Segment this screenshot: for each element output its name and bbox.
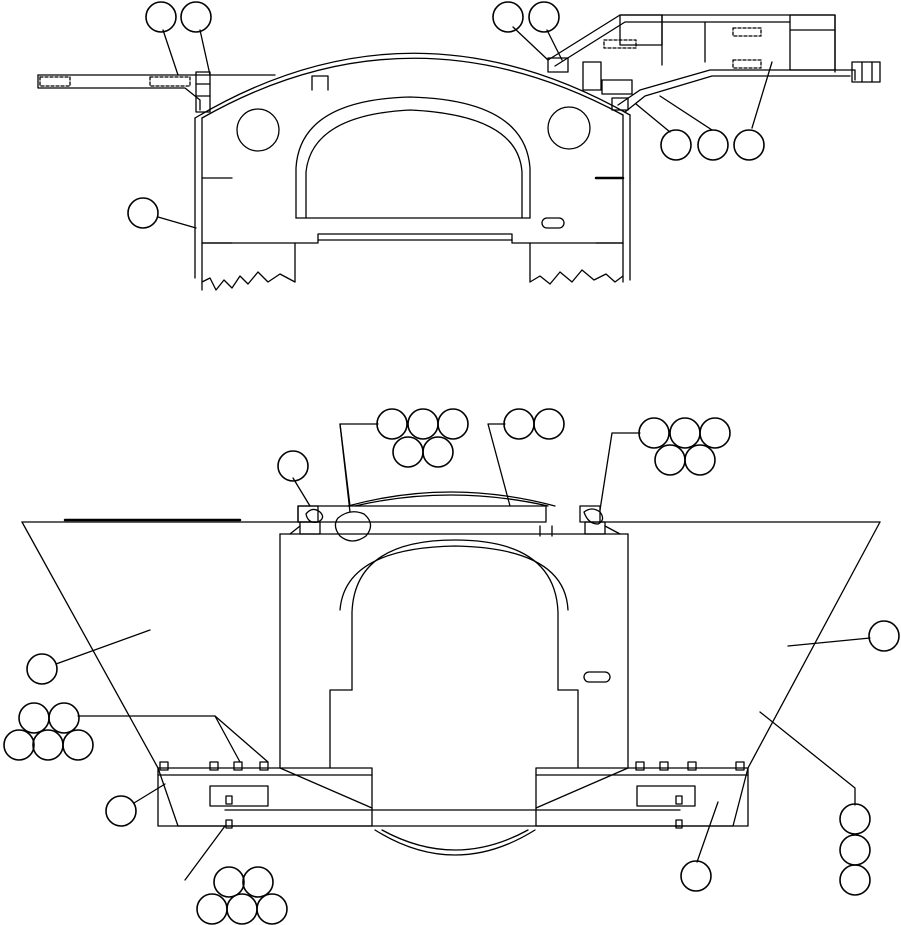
callout-balloon [698, 130, 728, 160]
upper-view [38, 2, 880, 290]
callout-balloon [681, 861, 711, 891]
callout-balloon [408, 409, 438, 439]
callout-balloon [19, 703, 49, 733]
callout-balloon [106, 796, 136, 826]
callout-balloon [49, 703, 79, 733]
callout-balloon [534, 409, 564, 439]
callout-balloon [734, 130, 764, 160]
callout-balloon [493, 2, 523, 32]
callout-balloon [685, 445, 715, 475]
callout-balloon [670, 418, 700, 448]
lower-leader-lines [56, 424, 870, 880]
callout-balloon [840, 835, 870, 865]
lower-view [4, 409, 899, 924]
callout-balloon [438, 409, 468, 439]
upper-left-bracket [38, 72, 275, 112]
callout-balloon [529, 2, 559, 32]
callout-balloon [4, 730, 34, 760]
callout-balloon [840, 804, 870, 834]
upper-leader-lines [158, 27, 772, 228]
callout-balloon [504, 409, 534, 439]
callout-balloon [840, 865, 870, 895]
callout-balloon [214, 867, 244, 897]
callout-balloon [661, 130, 691, 160]
callout-balloon [869, 621, 899, 651]
callout-balloon [243, 867, 273, 897]
lower-frame-body [22, 492, 880, 855]
callout-balloon [377, 409, 407, 439]
callout-balloon [63, 730, 93, 760]
callout-balloon [146, 2, 176, 32]
callout-balloon [181, 2, 211, 32]
callout-balloon [393, 437, 423, 467]
callout-balloon [423, 437, 453, 467]
callout-balloon [655, 445, 685, 475]
callout-balloon [257, 894, 287, 924]
callout-balloon [27, 654, 57, 684]
callout-balloon [227, 894, 257, 924]
upper-frame-body [195, 53, 630, 290]
callout-balloon [278, 451, 308, 481]
upper-right-bracket [548, 15, 880, 112]
lower-callout-balloons [4, 409, 899, 924]
upper-callout-balloons [128, 2, 764, 228]
callout-balloon [700, 418, 730, 448]
callout-balloon [197, 894, 227, 924]
callout-balloon [128, 198, 158, 228]
callout-balloon [639, 418, 669, 448]
callout-balloon [33, 730, 63, 760]
